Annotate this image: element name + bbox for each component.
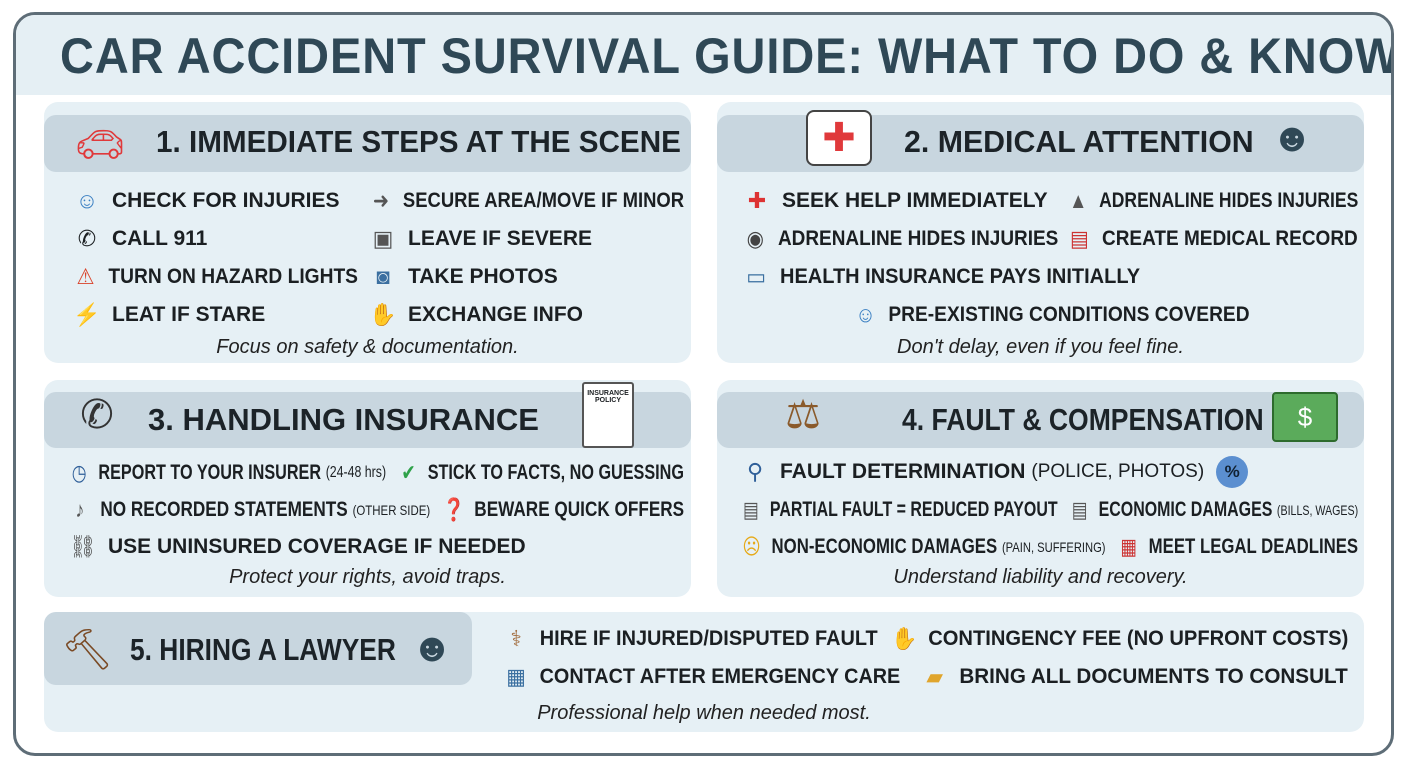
section-4-caption: Understand liability and recovery. (893, 566, 1188, 588)
list-item: ▭HEALTH INSURANCE PAYS INITIALLY (740, 262, 1140, 292)
camera-icon: ◙ (376, 264, 390, 289)
policy-label: INSURANCE POLICY (587, 390, 629, 404)
scales-icon: ⚖ (785, 393, 821, 437)
list-item: STICK TO FACTS, NO GUESSING (427, 461, 684, 484)
hospital-icon: ▦ (506, 664, 526, 689)
crutch-icon: ⚕ (510, 626, 522, 651)
list-item: ◙TAKE PHOTOS (366, 262, 557, 292)
list-row: ☹ NON-ECONOMIC DAMAGES(PAIN, SUFFERING) ▦… (738, 532, 1358, 562)
list-item: BEWARE QUICK OFFERS (474, 498, 685, 521)
list-item: ▤CREATE MEDICAL RECORD (1064, 224, 1358, 254)
item-note: (POLICE, PHOTOS) (1031, 461, 1205, 482)
money-bag-icon: ❓ (442, 497, 466, 522)
item-note: (BILLS, WAGES) (1276, 502, 1359, 518)
list-item: ⛓USE UNINSURED COVERAGE IF NEEDED (66, 532, 526, 562)
list-item: MEET LEGAL DEADLINES (1148, 535, 1359, 558)
phone-chat-icon: ✆ (80, 393, 114, 437)
list-item: ⚡LEAT IF STARE (70, 300, 265, 330)
list-item: ECONOMIC DAMAGES (1098, 498, 1273, 521)
list-item: ✚SEEK HELP IMMEDIATELY (740, 186, 1048, 216)
doctor-icon: ☻ (1270, 115, 1314, 160)
list-row: ▤ PARTIAL FAULT = REDUCED PAYOUT ▤ ECONOMI… (738, 495, 1358, 525)
section-4-heading: 4. FAULT & COMPENSATION (902, 402, 1264, 437)
section-3-caption: Protect your rights, avoid traps. (229, 566, 506, 588)
section-1-caption: Focus on safety & documentation. (216, 336, 519, 358)
section-1-header (44, 115, 691, 172)
list-item: NON-ECONOMIC DAMAGES (771, 535, 998, 558)
sad-face-icon: ☹ (742, 534, 761, 559)
check-circle-icon: ✔ (401, 460, 416, 485)
list-item: ☺CHECK FOR INJURIES (70, 186, 340, 216)
item-note: (PAIN, SUFFERING) (1001, 539, 1106, 555)
lawyer-icon: ☻ (410, 625, 454, 670)
title-wrap: CAR ACCIDENT SURVIVAL GUIDE: WHAT TO DO … (16, 27, 1391, 85)
list-item: ☺PRE-EXISTING CONDITIONS COVERED (850, 300, 1249, 330)
title-band (16, 15, 1391, 95)
calendar-clock-icon: ▦ (1120, 534, 1138, 559)
list-item: REPORT TO YOUR INSURER (98, 461, 322, 484)
hazard-triangle-icon: ⚠ (76, 264, 95, 289)
list-item: ▣LEAVE IF SEVERE (366, 224, 592, 254)
car-moving-icon: ➜ (372, 188, 390, 213)
first-aid-kit-icon: ✚ (806, 110, 872, 166)
patient-sling-icon: ☺ (855, 302, 876, 327)
section-5-header (44, 612, 472, 685)
page-title: CAR ACCIDENT SURVIVAL GUIDE: WHAT TO DO … (59, 28, 1394, 84)
handshake-icon: ✋ (369, 302, 397, 327)
gavel-icon: 🔨︎ (61, 627, 113, 672)
section-4-header (717, 392, 1364, 448)
list-item: ✋CONTINGENCY FEE (NO UPFRONT COSTS) (888, 624, 1348, 654)
clock-icon: ◷ (71, 460, 87, 485)
section-2-caption: Don't delay, even if you feel fine. (897, 336, 1184, 358)
section-5-caption: Professional help when needed most. (537, 702, 871, 724)
cash-icon: $ (1272, 392, 1338, 442)
section-5-heading: 5. HIRING A LAWYER (130, 632, 396, 667)
document-icon: ▤ (1071, 497, 1088, 522)
section-1-heading: 1. IMMEDIATE STEPS AT THE SCENE (156, 124, 681, 159)
list-row: ◷ REPORT TO YOUR INSURER(24-48 hrs) ✔ STIC… (66, 458, 684, 488)
microphone-icon: ♪ (75, 497, 85, 522)
road-icon: ▲ (1069, 188, 1088, 213)
eye-hidden-icon: ◉ (746, 226, 765, 251)
handshake-coin-icon: ✋ (891, 626, 918, 651)
car-plug-icon: ⚡ (73, 302, 101, 327)
section-2-heading: 2. MEDICAL ATTENTION (904, 124, 1254, 159)
percent-badge-icon: % (1216, 456, 1249, 488)
list-item: FAULT DETERMINATION (780, 460, 1026, 483)
magnifier-icon: ⚲ (746, 459, 764, 484)
broken-chain-icon: ⛓ (69, 534, 97, 559)
section-3-heading: 3. HANDLING INSURANCE (148, 402, 539, 437)
folder-icon: ▰ (926, 664, 944, 689)
list-item: ➜SECURE AREA/MOVE IF MINOR (366, 186, 684, 216)
medical-record-icon: ▤ (1069, 226, 1089, 251)
list-item: ⚕HIRE IF INJURED/DISPUTED FAULT (500, 624, 877, 654)
item-note: (24-48 hrs) (325, 464, 387, 481)
receipt-icon: ▤ (743, 497, 759, 522)
list-item: ✆CALL 911 (70, 224, 208, 254)
phone-icon: ✆ (77, 226, 97, 251)
list-item: ⚠TURN ON HAZARD LIGHTS (70, 262, 358, 292)
list-row: ⚲ FAULT DETERMINATION(POLICE, PHOTOS) % (738, 456, 1256, 488)
insurance-card-icon: ▭ (746, 264, 767, 289)
insurance-policy-icon: INSURANCE POLICY (582, 382, 634, 448)
injured-person-icon: ☺ (75, 188, 99, 213)
list-item: ▲ADRENALINE HIDES INJURIES (1064, 186, 1358, 216)
list-item: ▦CONTACT AFTER EMERGENCY CARE (500, 662, 900, 692)
list-row: ♪ NO RECORDED STATEMENTS(OTHER SIDE) ❓ BEW… (66, 495, 684, 525)
list-item: ✋EXCHANGE INFO (366, 300, 583, 330)
list-item: ▰BRING ALL DOCUMENTS TO CONSULT (918, 662, 1347, 692)
ambulance-icon: ✚ (747, 188, 767, 213)
red-car-icon: 🚗︎ (74, 122, 126, 167)
car-front-icon: ▣ (372, 226, 394, 251)
list-item: ◉ADRENALINE HIDES INJURIES (740, 224, 1059, 254)
list-item: PARTIAL FAULT = REDUCED PAYOUT (769, 498, 1058, 521)
list-item: NO RECORDED STATEMENTS (100, 498, 348, 521)
item-note: (OTHER SIDE) (352, 502, 431, 518)
